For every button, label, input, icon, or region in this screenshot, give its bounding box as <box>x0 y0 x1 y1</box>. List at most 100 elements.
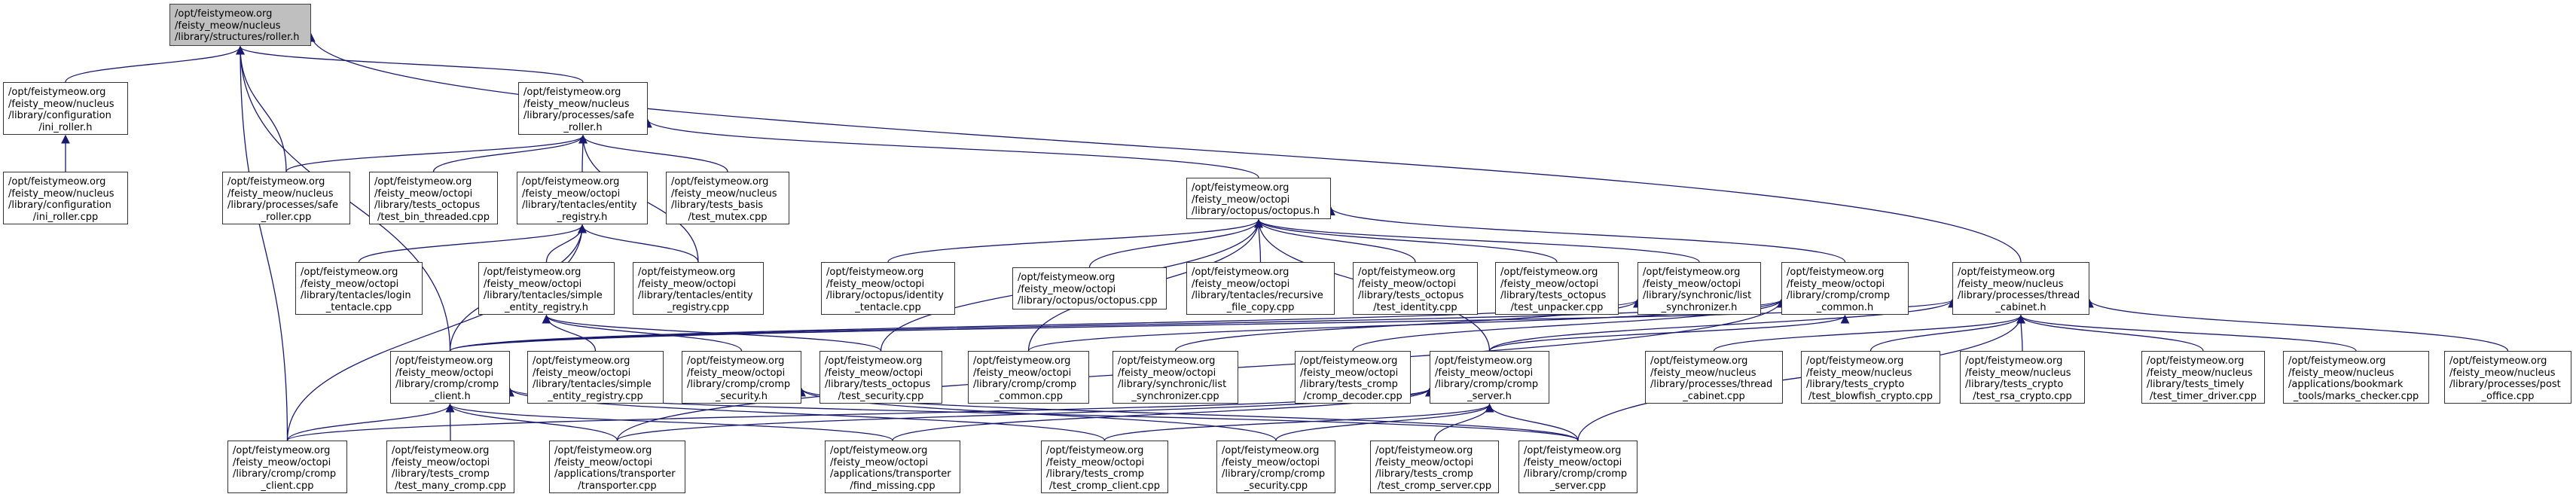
node-label-line: _client.h <box>429 390 471 402</box>
node-cromp-decoder[interactable]: /opt/feistymeow.org/feisty_meow/octopi/l… <box>1295 351 1411 404</box>
node-label-line: /feisty_meow/octopi <box>973 367 1072 379</box>
node-cromp-server-cpp[interactable]: /opt/feistymeow.org/feisty_meow/octopi/l… <box>1518 441 1637 493</box>
node-label-line: /library/cromp/cromp <box>687 379 791 390</box>
edge-cromp_server_h-to-cromp_common_h <box>1488 314 1850 352</box>
node-label-line: /opt/feistymeow.org <box>2449 355 2547 367</box>
edge-list_synchronizer_h-to-octopus_h <box>1254 218 1700 263</box>
node-label-line: /transporter.cpp <box>578 480 657 492</box>
node-label-line: /test_cromp_client.cpp <box>1049 480 1160 492</box>
node-entity-registry-cpp[interactable]: /opt/feistymeow.org/feisty_meow/octopi/l… <box>633 262 764 315</box>
node-test-unpacker[interactable]: /opt/feistymeow.org/feisty_meow/octopi/l… <box>1495 262 1619 315</box>
node-label-line: _client.cpp <box>261 480 314 492</box>
node-test-identity[interactable]: /opt/feistymeow.org/feisty_meow/octopi/l… <box>1353 262 1478 315</box>
node-label-line: /opt/feistymeow.org <box>374 176 472 188</box>
node-label-line: /opt/feistymeow.org <box>1787 267 1885 278</box>
node-cromp-common-h[interactable]: /opt/feistymeow.org/feisty_meow/octopi/l… <box>1781 262 1909 315</box>
node-label-line: /opt/feistymeow.org <box>1118 355 1216 367</box>
node-marks-checker[interactable]: /opt/feistymeow.org/feisty_meow/nucleus/… <box>2283 351 2429 404</box>
node-label-line: /feisty_meow/nucleus <box>1965 367 2071 379</box>
node-cromp-client-h[interactable]: /opt/feistymeow.org/feisty_meow/octopi/l… <box>390 351 510 404</box>
node-label-line: /opt/feistymeow.org <box>175 8 273 20</box>
node-cromp-security-cpp[interactable]: /opt/feistymeow.org/feisty_meow/octopi/l… <box>1216 441 1335 493</box>
edge-test_timer_driver-to-thread_cabinet_h <box>2016 314 2204 352</box>
node-label-line: _common.h <box>1816 301 1874 313</box>
node-label-line: /applications/bookmark <box>2288 379 2404 390</box>
node-label-line: /opt/feistymeow.org <box>1018 272 1116 283</box>
node-label-line: /feisty_meow/octopi <box>1524 456 1622 468</box>
node-label-line: _common.cpp <box>994 390 1063 402</box>
node-test-cromp-client[interactable]: /opt/feistymeow.org/feisty_meow/octopi/l… <box>1041 441 1168 493</box>
node-label-line: /library/tests_cromp <box>1375 468 1473 480</box>
node-ini-roller-cpp[interactable]: /opt/feistymeow.org/feisty_meow/nucleus/… <box>3 172 128 224</box>
node-test-mutex[interactable]: /opt/feistymeow.org/feisty_meow/nucleus/… <box>666 172 789 224</box>
node-label-line: /library/tests_cromp <box>392 468 490 480</box>
node-label-line: /test_blowfish_crypto.cpp <box>1808 390 1934 402</box>
node-transporter[interactable]: /opt/feistymeow.org/feisty_meow/octopi/a… <box>549 441 685 493</box>
edge-marks_checker-to-thread_cabinet_h <box>2016 314 2357 352</box>
node-find-missing[interactable]: /opt/feistymeow.org/feisty_meow/octopi/a… <box>825 441 960 493</box>
node-label-line: /feisty_meow/octopi <box>1118 367 1216 379</box>
node-label-line: /library/cromp/cromp <box>1222 468 1326 480</box>
edge-ini_roller_h-to-roller_h <box>65 45 245 83</box>
node-label-line: /feisty_meow/octopi <box>1192 278 1290 290</box>
node-label-line: /opt/feistymeow.org <box>8 87 106 98</box>
node-ini-roller-h[interactable]: /opt/feistymeow.org/feisty_meow/nucleus/… <box>3 82 128 135</box>
node-label-line: /feisty_meow/nucleus <box>1650 367 1757 379</box>
node-label-line: /opt/feistymeow.org <box>830 445 928 456</box>
node-recursive-file-copy[interactable]: /opt/feistymeow.org/feisty_meow/octopi/l… <box>1186 262 1335 315</box>
node-test-many-cromp[interactable]: /opt/feistymeow.org/feisty_meow/octopi/l… <box>386 441 514 493</box>
node-label-line: /feisty_meow/nucleus <box>1958 278 2064 290</box>
edge-identity_tentacle-to-octopus_h <box>887 218 1263 263</box>
node-identity-tentacle[interactable]: /opt/feistymeow.org/feisty_meow/octopi/l… <box>821 262 955 315</box>
node-octopus-h[interactable]: /opt/feistymeow.org/feisty_meow/octopi/l… <box>1186 178 1331 219</box>
node-label-line: /feisty_meow/octopi <box>1018 283 1116 295</box>
node-label-line: /opt/feistymeow.org <box>1958 267 2056 278</box>
node-label-line: /library/processes/safe <box>227 200 339 211</box>
node-label-line: /test_cromp_server.cpp <box>1377 480 1492 492</box>
node-label-line: /feisty_meow/octopi <box>1046 456 1145 468</box>
node-label-line: /ini_roller.cpp <box>32 211 99 223</box>
node-label-line: /opt/feistymeow.org <box>973 355 1071 367</box>
edge-test_identity-to-octopus_h <box>1254 218 1416 263</box>
node-test-blowfish-crypto[interactable]: /opt/feistymeow.org/feisty_meow/nucleus/… <box>1801 351 1940 404</box>
edge-cromp_server_h-to-thread_cabinet_h <box>1488 298 1957 352</box>
node-label-line: /library/octopus/octopus.cpp <box>1018 295 1158 306</box>
node-label-line: /opt/feistymeow.org <box>1192 267 1290 278</box>
node-safe-roller-cpp[interactable]: /opt/feistymeow.org/feisty_meow/nucleus/… <box>222 172 350 224</box>
node-test-timer-driver[interactable]: /opt/feistymeow.org/feisty_meow/nucleus/… <box>2141 351 2265 404</box>
node-cromp-common-cpp[interactable]: /opt/feistymeow.org/feisty_meow/octopi/l… <box>968 351 1089 404</box>
node-cromp-security-h[interactable]: /opt/feistymeow.org/feisty_meow/octopi/l… <box>682 351 801 404</box>
node-label-line: _server.h <box>1467 390 1512 402</box>
node-label-line: /library/configuration <box>8 200 111 211</box>
node-test-bin-threaded[interactable]: /opt/feistymeow.org/feisty_meow/octopi/l… <box>369 172 498 224</box>
node-login-tentacle[interactable]: /opt/feistymeow.org/feisty_meow/octopi/l… <box>295 262 423 315</box>
node-label-line: /opt/feistymeow.org <box>533 355 630 367</box>
node-label-line: /library/processes/safe <box>523 110 635 121</box>
node-test-rsa-crypto[interactable]: /opt/feistymeow.org/feisty_meow/nucleus/… <box>1960 351 2085 404</box>
edge-safe_roller_cpp-to-safe_roller_h <box>285 134 588 172</box>
node-simple-entity-registry-cpp[interactable]: /opt/feistymeow.org/feisty_meow/octopi/l… <box>527 351 664 404</box>
node-entity-registry-h[interactable]: /opt/feistymeow.org/feisty_meow/octopi/l… <box>517 172 648 224</box>
node-roller-h[interactable]: /opt/feistymeow.org/feisty_meow/nucleus/… <box>169 4 311 46</box>
node-cromp-client-cpp[interactable]: /opt/feistymeow.org/feisty_meow/octopi/l… <box>227 441 347 493</box>
node-label-line: /library/tests_timely <box>2147 379 2245 390</box>
node-post-office[interactable]: /opt/feistymeow.org/feisty_meow/nucleus/… <box>2444 351 2571 404</box>
node-label-line: _cabinet.cpp <box>1683 390 1745 402</box>
node-simple-entity-registry-h[interactable]: /opt/feistymeow.org/feisty_meow/octopi/l… <box>478 262 615 315</box>
node-octopus-cpp[interactable]: /opt/feistymeow.org/feisty_meow/octopi/l… <box>1012 267 1167 309</box>
node-test-security[interactable]: /opt/feistymeow.org/feisty_meow/octopi/l… <box>819 351 942 404</box>
node-list-synchronizer-h[interactable]: /opt/feistymeow.org/feisty_meow/octopi/l… <box>1637 262 1761 315</box>
node-label-line: _tools/marks_checker.cpp <box>2293 390 2419 402</box>
node-label-line: _security.h <box>716 390 768 402</box>
node-label-line: /feisty_meow/octopi <box>522 188 621 200</box>
node-label-line: _security.cpp <box>1244 480 1308 492</box>
node-list-synchronizer-cpp[interactable]: /opt/feistymeow.org/feisty_meow/octopi/l… <box>1113 351 1238 404</box>
node-cromp-server-h[interactable]: /opt/feistymeow.org/feisty_meow/octopi/l… <box>1430 351 1549 404</box>
node-thread-cabinet-h[interactable]: /opt/feistymeow.org/feisty_meow/nucleus/… <box>1952 262 2089 315</box>
node-thread-cabinet-cpp[interactable]: /opt/feistymeow.org/feisty_meow/nucleus/… <box>1645 351 1783 404</box>
edge-login_tentacle-to-entity_registry_h <box>358 224 587 263</box>
edge-test_unpacker-to-octopus_h <box>1254 218 1558 263</box>
node-test-cromp-server[interactable]: /opt/feistymeow.org/feisty_meow/octopi/l… <box>1370 441 1499 493</box>
node-safe-roller-h[interactable]: /opt/feistymeow.org/feisty_meow/nucleus/… <box>518 82 648 135</box>
